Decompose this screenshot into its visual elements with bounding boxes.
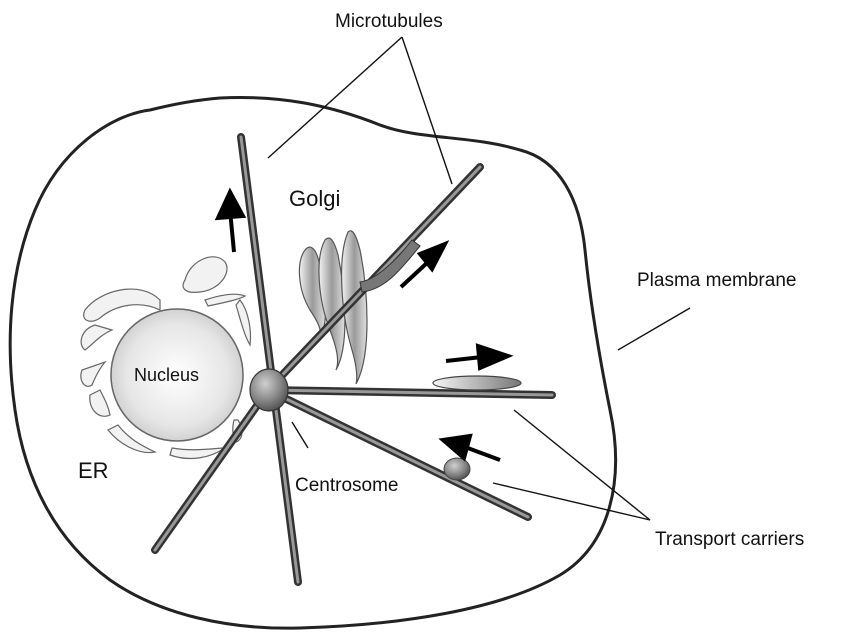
arrow-upper-right [401,262,428,287]
golgi-apparatus [299,231,367,384]
transport-carrier-vesicle [444,458,470,480]
label-microtubules: Microtubules [335,11,443,32]
label-plasma-membrane: Plasma membrane [637,270,796,291]
arrow-left [465,447,500,460]
arrow-right [446,357,482,361]
label-golgi: Golgi [289,186,340,211]
label-centrosome: Centrosome [295,475,399,496]
label-er: ER [78,458,109,483]
golgi-tubule-carrier [360,240,420,292]
centrosome [250,369,288,411]
label-nucleus: Nucleus [134,365,199,385]
label-transport-carriers: Transport carriers [655,529,804,550]
transport-carrier-elongated [433,376,521,390]
